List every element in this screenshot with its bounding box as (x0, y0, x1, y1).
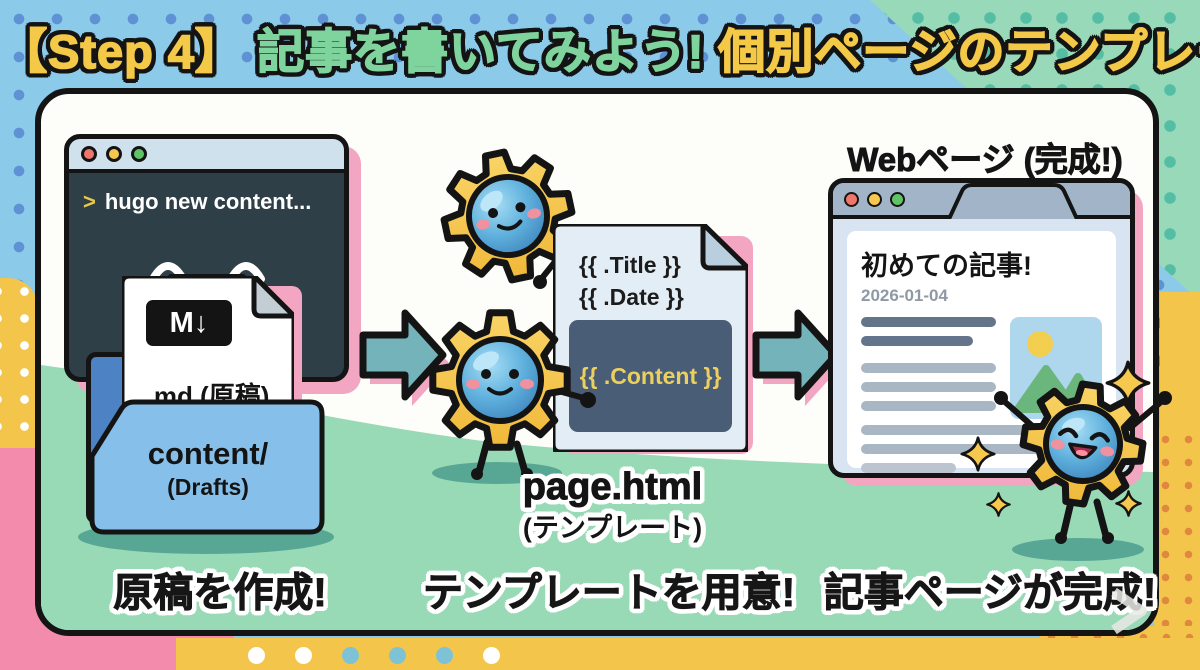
gear-character-bottom (429, 309, 596, 480)
maximize-icon (131, 146, 147, 162)
template-filename-sub: (テンプレート) (522, 513, 703, 543)
gear-character-celebrating (994, 380, 1172, 544)
template-date-var: {{ .Date }} (579, 284, 684, 310)
terminal-command-line: > hugo new content... (69, 173, 344, 215)
minimize-icon (106, 146, 122, 162)
text-line (861, 363, 996, 373)
browser-tab (947, 183, 1079, 219)
web-page-heading: Webページ (完成!) (847, 141, 1124, 179)
text-line (861, 401, 996, 411)
bg-yellow-blob (0, 278, 38, 464)
sparkle-icon (1105, 360, 1151, 406)
bg-dot-row (248, 647, 500, 664)
chevron-right-icon (1111, 587, 1147, 635)
template-content-var: {{ .Content }} (569, 320, 732, 432)
text-line (861, 317, 996, 327)
minimize-icon (867, 191, 882, 207)
arrow-right-icon (752, 309, 843, 406)
close-icon (81, 146, 97, 162)
maximize-icon (890, 191, 905, 207)
sparkle-icon (1115, 490, 1142, 517)
template-title-var: {{ .Title }} (579, 252, 681, 278)
template-file: {{ .Title }} {{ .Date }} {{ .Content }} (550, 221, 751, 455)
page-title: 【Step 4】 記事を書いてみよう! 個別ページのテンプレート (0, 13, 1200, 82)
caption-middle: テンプレートを用意! (422, 571, 796, 616)
folder-front-shape (89, 399, 325, 535)
text-line (861, 463, 956, 473)
markdown-logo-icon: M↓ (146, 300, 232, 346)
text-line (861, 425, 1102, 435)
title-main: 記事を書いてみよう! (256, 24, 705, 79)
article-title: 初めての記事! (861, 251, 1032, 281)
title-accent: 個別ページのテンプレート (718, 24, 1200, 79)
right-gear-ground-shadow (1012, 538, 1144, 561)
terminal-titlebar (69, 139, 344, 173)
text-line (861, 336, 973, 346)
close-icon (844, 191, 859, 207)
caption-left: 原稿を作成! (113, 571, 327, 616)
text-line (861, 382, 996, 392)
folder-name: content/ (147, 436, 269, 471)
bg-yellow-wedge (1160, 292, 1200, 434)
caption-right: 記事ページが完成! (823, 571, 1157, 616)
title-step: 【Step 4】 (0, 24, 244, 79)
folder-front: content/ (Drafts) (88, 398, 328, 538)
sparkle-icon (986, 492, 1011, 517)
sparkle-icon (960, 436, 996, 472)
terminal-prompt: > (83, 189, 96, 214)
folder-subname: (Drafts) (167, 474, 249, 500)
template-filename: page.html (522, 466, 703, 509)
article-date: 2026-01-04 (861, 286, 948, 305)
browser-titlebar (833, 183, 1130, 219)
terminal-command: hugo new content... (104, 189, 312, 214)
